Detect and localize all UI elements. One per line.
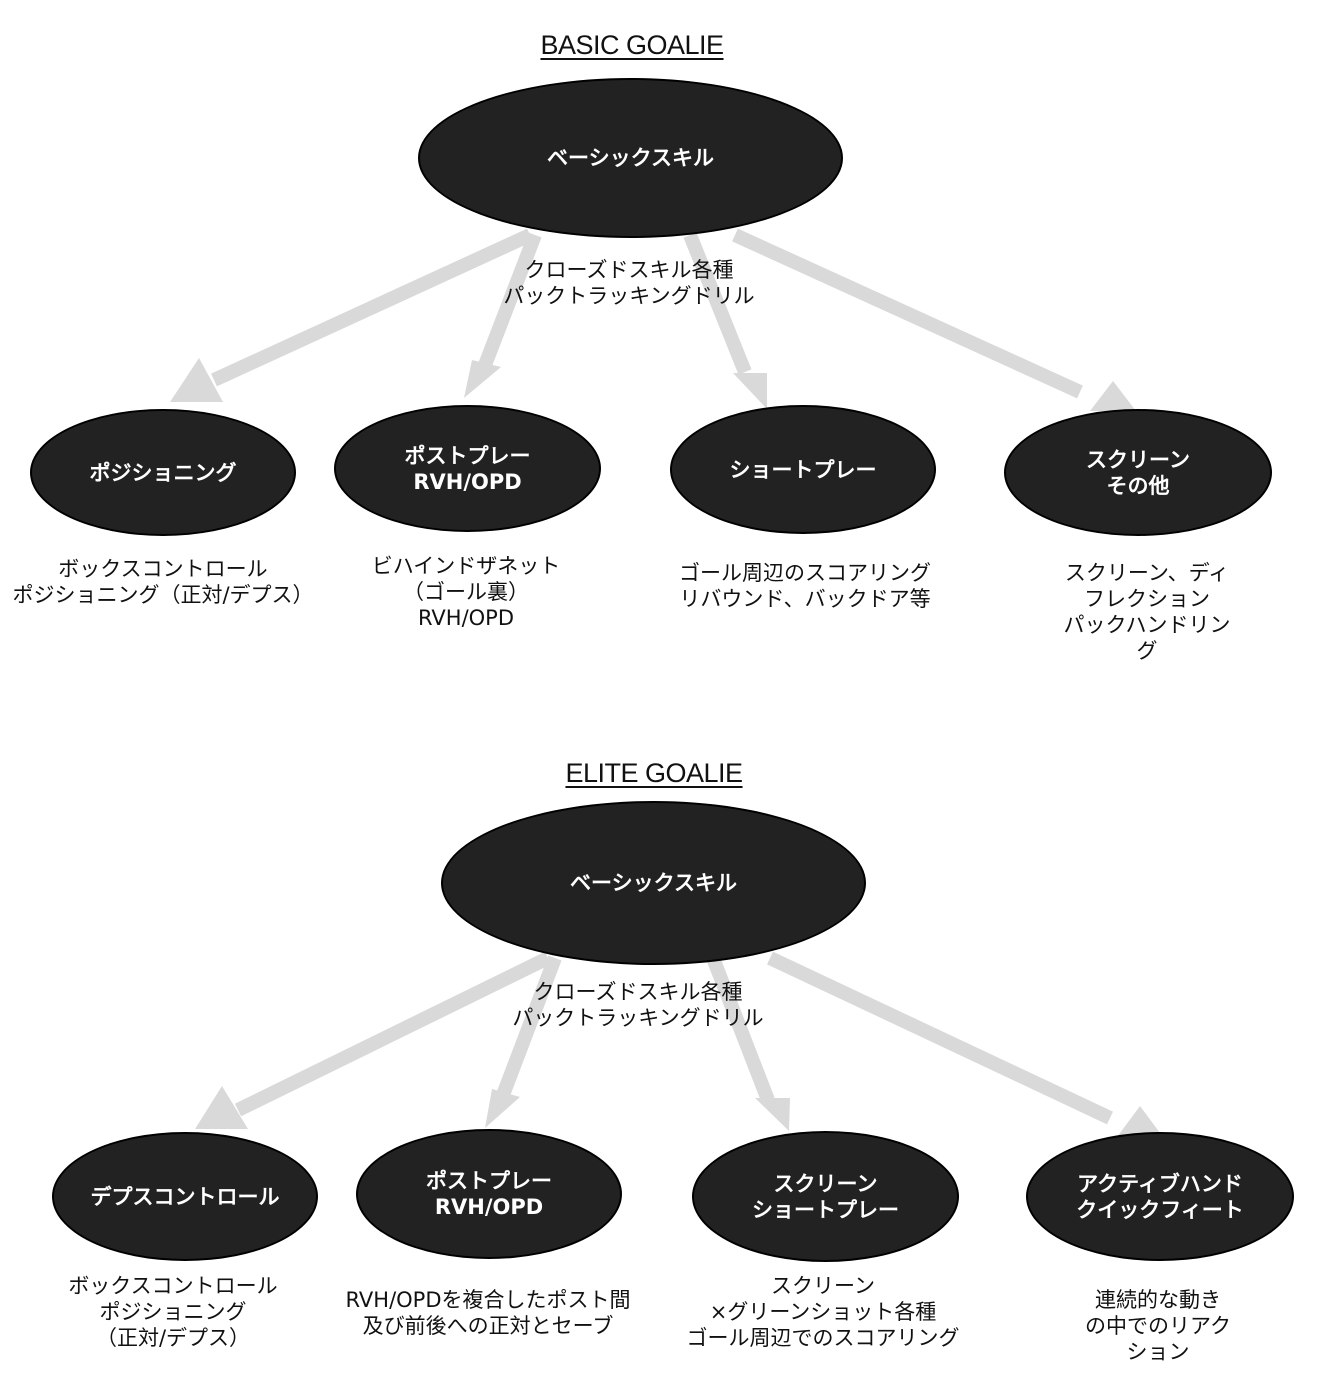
arrowhead — [485, 1089, 520, 1128]
root-note: クローズドスキル各種 パックトラッキングドリル — [503, 258, 755, 308]
section-title: BASIC GOALIE — [540, 30, 724, 60]
arrow-line — [767, 951, 1113, 1125]
child-desc: ボックスコントロール ポジショニング（正対/デプス） — [12, 557, 314, 607]
arrows — [170, 228, 1136, 411]
child-desc: スクリーン ×グリーンショット各種 ゴール周辺でのスコアリング — [686, 1274, 960, 1350]
child-node-label: ポジショニング — [89, 460, 237, 485]
child-node-short-play: ショートプレー — [670, 405, 936, 534]
child-desc: ゴール周辺のスコアリング リバウンド、バックドア等 — [679, 561, 931, 611]
child-node-screen-short-play: スクリーン ショートプレー — [692, 1131, 959, 1262]
child-node-positioning: ポジショニング — [30, 409, 296, 536]
arrowhead — [733, 373, 767, 409]
child-desc: ビハインドザネット （ゴール裏） RVH/OPD — [371, 554, 561, 630]
root-node-label: ベーシックスキル — [547, 146, 714, 170]
child-desc: スクリーン、ディフレクション パックハンドリング — [1063, 561, 1231, 663]
child-desc: RVH/OPDを複合したポスト間 及び前後への正対とセーブ — [345, 1288, 631, 1338]
child-node-label: アクティブハンド クイックフィート — [1076, 1171, 1244, 1222]
arrowhead — [1117, 1106, 1163, 1137]
child-node-label: スクリーン その他 — [1086, 447, 1190, 498]
basic-goalie-section: BASIC GOALIE ベーシックスキル クローズドスキル各種 パックトラッキ… — [12, 30, 1272, 663]
child-node-post-play: ポストプレー RVH/OPD — [334, 405, 601, 532]
child-node-label: ポストプレー RVH/OPD — [404, 443, 531, 494]
arrowhead — [195, 1086, 248, 1129]
arrow-line — [496, 955, 562, 1098]
child-node-label: ポストプレー RVH/OPD — [426, 1169, 552, 1219]
child-node-depth-control: デプスコントロール — [52, 1132, 318, 1261]
arrowhead — [464, 360, 501, 398]
child-node-label: デプスコントロール — [90, 1184, 280, 1209]
arrowhead — [1090, 381, 1136, 411]
root-node: ベーシックスキル — [441, 801, 866, 965]
root-node: ベーシックスキル — [418, 78, 843, 238]
child-node-active-hand: アクティブハンド クイックフィート — [1026, 1132, 1294, 1261]
elite-goalie-section: ELITE GOALIE ベーシックスキル クローズドスキル各種 パックトラッキ… — [0, 700, 1324, 1400]
arrow-line — [732, 228, 1083, 399]
child-node-label: ショートプレー — [729, 457, 877, 482]
arrow-line — [706, 955, 775, 1103]
arrowhead — [170, 358, 223, 402]
child-desc: ボックスコントロール ポジショニング （正対/デプス） — [68, 1274, 278, 1350]
child-node-screen-other: スクリーン その他 — [1004, 409, 1272, 536]
child-desc: 連続的な動き の中でのリアクション — [1085, 1288, 1231, 1364]
root-note: クローズドスキル各種 パックトラッキングドリル — [512, 980, 764, 1030]
arrow-line — [478, 232, 542, 368]
section-title: ELITE GOALIE — [565, 758, 743, 788]
child-node-label: スクリーン ショートプレー — [752, 1171, 899, 1222]
arrows — [195, 951, 1163, 1137]
child-node-post-play: ポストプレー RVH/OPD — [356, 1129, 622, 1259]
arrow-line — [211, 228, 533, 387]
arrow-line — [234, 951, 552, 1117]
arrow-line — [683, 232, 752, 375]
arrowhead — [755, 1098, 790, 1131]
root-node-label: ベーシックスキル — [570, 871, 737, 895]
